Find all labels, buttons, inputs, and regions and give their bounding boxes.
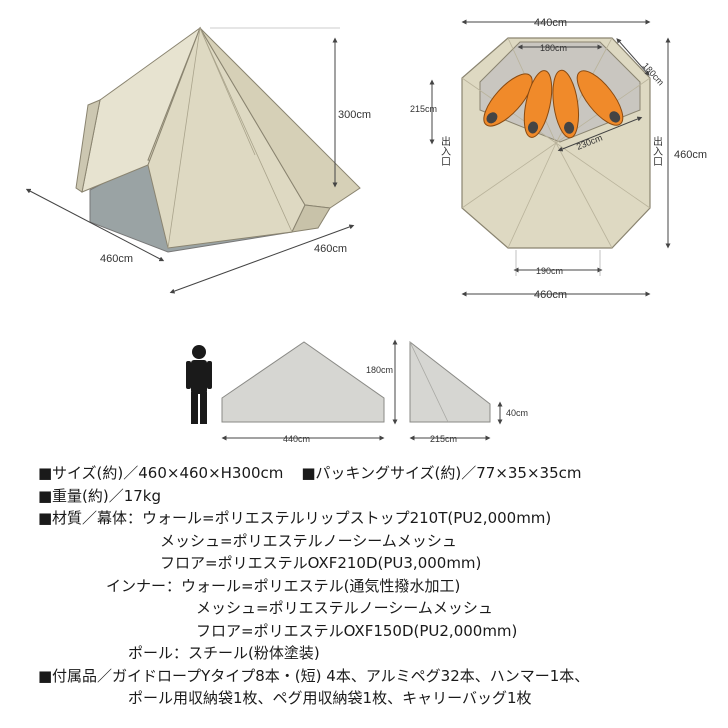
dim-top-door-width: 190cm [536,266,563,276]
spec-row-material: ■材質／幕体：ウォール=ポリエステルリップストップ210T(PU2,000mm) [38,507,718,530]
dim-front-height: 180cm [366,365,393,375]
tent-front-profile: 180cm 440cm [221,339,398,444]
spec-material-label: 材質／幕体： [52,509,143,527]
bullet: ■ [38,509,53,527]
tent-diagram: 300cm 460cm 460cm [25,17,707,444]
dim-side-depth: 460cm [314,243,347,255]
bullet: ■ [301,464,316,482]
dim-front-base: 440cm [283,434,310,444]
dim-top-width: 440cm [534,17,567,29]
spec-list: ■サイズ(約)／460×460×H300cm■パッキングサイズ(約)／77×35… [38,462,718,710]
spec-pole: ポール：スチール(粉体塗装) [128,644,320,662]
spec-inner-label: インナー： [106,576,182,595]
dim-top-total-width: 460cm [534,289,567,301]
tent-side-profile: 40cm 215cm [409,340,528,444]
spec-row-pole: ポール：スチール(粉体塗装) [38,642,718,665]
dim-top-inner-depth: 215cm [410,104,437,114]
dim-side-width: 460cm [100,253,133,265]
bullet: ■ [38,464,53,482]
spec-inner-mesh: メッシュ=ポリエステルノーシームメッシュ [196,599,493,617]
spec-row-size: ■サイズ(約)／460×460×H300cm■パッキングサイズ(約)／77×35… [38,462,718,485]
spec-inner-wall: ウォール=ポリエステル(通気性撥水加工) [181,576,461,595]
spec-weight: 重量(約)／17kg [52,486,161,505]
spec-fly-mesh: メッシュ=ポリエステルノーシームメッシュ [160,531,457,550]
tent-top-view: 440cm 180cm 180cm 215cm 230cm 460cm 出入口 … [410,17,707,301]
door-label-right: 出入口 [651,135,663,166]
spec-accessories-2: ポール用収納袋1枚、ペグ用収納袋1枚、キャリーバッグ1枚 [128,689,532,707]
spec-row-accessories-2: ポール用収納袋1枚、ペグ用収納袋1枚、キャリーバッグ1枚 [38,687,718,710]
spec-row-weight: ■重量(約)／17kg [38,485,718,508]
dim-top-inner-width: 180cm [540,43,567,53]
spec-size: サイズ(約)／460×460×H300cm [52,464,284,482]
spec-row-inner-floor: フロア=ポリエステルOXF150D(PU2,000mm) [38,620,718,643]
spec-packing: パッキングサイズ(約)／77×35×35cm [315,464,582,482]
door-label-left: 出入口 [439,135,451,166]
spec-fly-wall: ウォール=ポリエステルリップストップ210T(PU2,000mm) [142,509,552,527]
spec-row-fly-floor: フロア=ポリエステルOXF210D(PU3,000mm) [38,552,718,575]
dim-side-height: 300cm [338,109,371,121]
dim-top-depth: 460cm [674,149,707,161]
bullet: ■ [38,666,53,685]
spec-row-inner-wall: インナー：ウォール=ポリエステル(通気性撥水加工) [38,575,718,598]
spec-row-accessories: ■付属品／ガイドロープYタイプ8本・(短) 4本、アルミペグ32本、ハンマー1本… [38,665,718,688]
tent-side-view: 300cm 460cm 460cm [25,26,371,294]
spec-fly-floor: フロア=ポリエステルOXF210D(PU3,000mm) [160,554,482,572]
spec-row-fly-mesh: メッシュ=ポリエステルノーシームメッシュ [38,530,718,553]
spec-accessories-1: 付属品／ガイドロープYタイプ8本・(短) 4本、アルミペグ32本、ハンマー1本、 [52,666,590,685]
spec-inner-floor: フロア=ポリエステルOXF150D(PU2,000mm) [196,621,518,640]
human-silhouette-icon [186,345,212,424]
dim-side-low-height: 40cm [506,408,528,418]
dim-side-base: 215cm [430,434,457,444]
bullet: ■ [38,486,53,505]
spec-row-inner-mesh: メッシュ=ポリエステルノーシームメッシュ [38,597,718,620]
